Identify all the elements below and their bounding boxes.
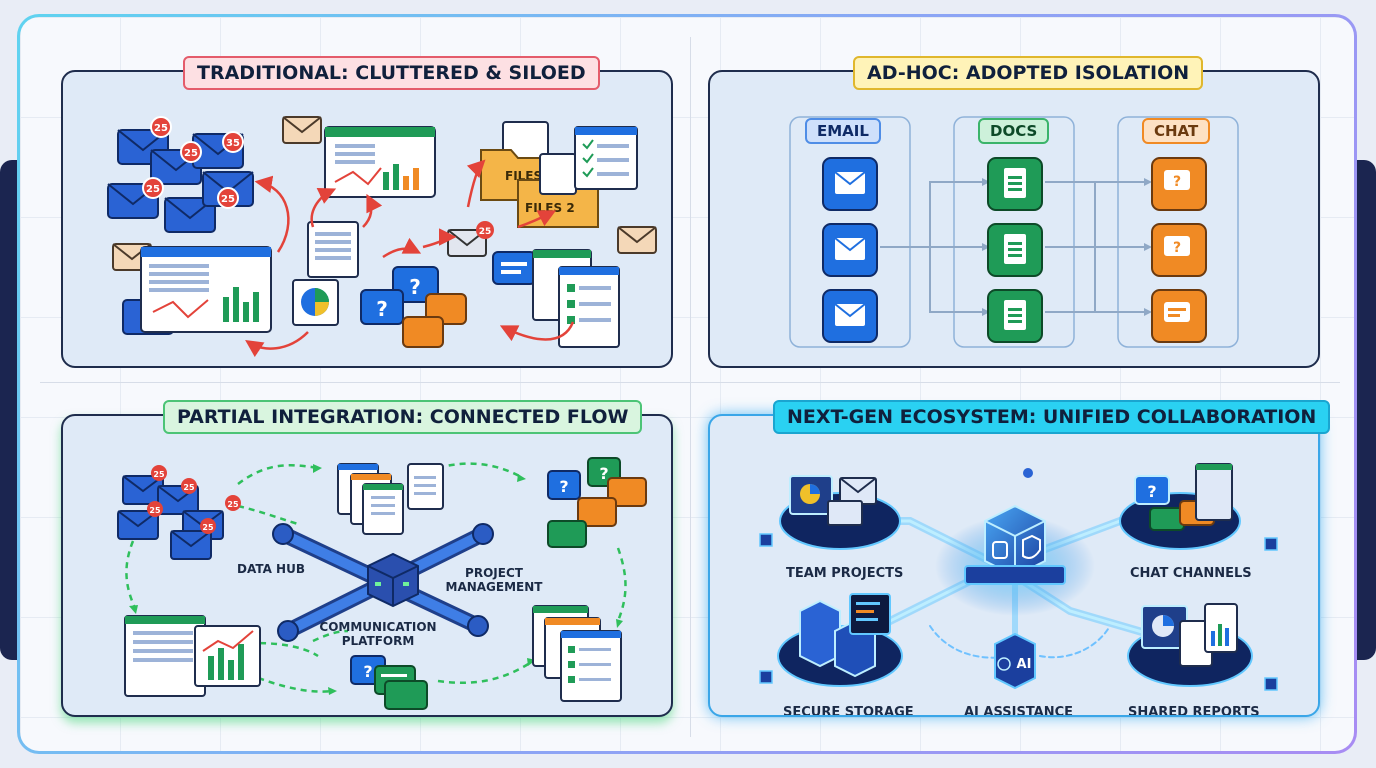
spreadsheet-window-icon xyxy=(324,126,436,198)
main-frame: 25 25 35 25 25 25 xyxy=(17,14,1357,754)
svg-text:25: 25 xyxy=(146,184,160,195)
adhoc-panel: ? ? EMAIL DOCS CHAT xyxy=(708,70,1320,368)
svg-text:25: 25 xyxy=(184,148,198,159)
nextgen-panel: ? xyxy=(708,414,1320,717)
grid-canvas: 25 25 35 25 25 25 xyxy=(20,17,1354,751)
document-list-icon xyxy=(307,221,359,278)
dashed-flow-arrows xyxy=(125,462,627,693)
svg-text:25: 25 xyxy=(221,194,235,205)
email-column-header: EMAIL xyxy=(805,118,881,144)
communication-platform-label: COMMUNICATION PLATFORM xyxy=(319,620,437,648)
nextgen-title: NEXT-GEN ECOSYSTEM: UNIFIED COLLABORATIO… xyxy=(773,400,1331,434)
ai-chip-icon: AI xyxy=(994,632,1036,690)
adhoc-illustration: ? ? xyxy=(789,116,1239,348)
email-pile-icon: 25 25 25 25 25 xyxy=(117,465,241,560)
svg-text:?: ? xyxy=(1173,174,1181,190)
spreadsheet-report-icon xyxy=(124,615,261,697)
chat-column-header: CHAT xyxy=(1142,118,1211,144)
team-projects-node xyxy=(779,475,901,550)
column-outlines xyxy=(789,116,1239,348)
svg-text:25: 25 xyxy=(479,227,492,237)
secure-storage-label: SECURE STORAGE xyxy=(783,705,914,717)
horizontal-divider xyxy=(40,382,1340,383)
chat-bubbles-icon: ? ? xyxy=(547,457,647,548)
data-hub-pipes xyxy=(272,523,494,642)
adhoc-title: AD-HOC: ADOPTED ISOLATION xyxy=(853,56,1204,90)
svg-text:?: ? xyxy=(599,464,608,483)
docs-app-icons xyxy=(987,157,1043,343)
checklist-window-icon xyxy=(532,126,638,348)
project-management-label: PROJECT MANAGEMENT xyxy=(445,566,543,594)
chat-bubbles-icon: ? ? xyxy=(360,251,536,348)
svg-text:?: ? xyxy=(1147,482,1156,501)
chat-channels-node: ? xyxy=(1119,463,1241,550)
checklist-window-icon xyxy=(532,605,622,702)
shared-reports-label: SHARED REPORTS xyxy=(1128,705,1260,717)
svg-text:?: ? xyxy=(1173,240,1181,256)
chat-channels-label: CHAT CHANNELS xyxy=(1130,566,1252,581)
vertical-divider xyxy=(690,37,691,737)
shared-reports-node xyxy=(1127,603,1253,687)
svg-text:25: 25 xyxy=(149,506,161,515)
svg-text:?: ? xyxy=(363,662,372,681)
svg-text:AI: AI xyxy=(1017,657,1032,672)
email-app-icons xyxy=(822,157,878,343)
chat-bubbles-icon: ? xyxy=(350,655,428,710)
pie-chart-icon xyxy=(292,279,339,326)
svg-text:25: 25 xyxy=(227,500,239,509)
svg-text:35: 35 xyxy=(226,138,240,149)
chat-app-icons: ? ? xyxy=(1151,157,1207,343)
notification-badge-icon: 25 25 35 25 25 xyxy=(142,116,244,209)
decorative-cubes xyxy=(759,533,1278,691)
svg-text:25: 25 xyxy=(153,470,165,479)
svg-text:?: ? xyxy=(376,297,388,321)
traditional-panel: 25 25 35 25 25 25 xyxy=(61,70,673,368)
team-projects-label: TEAM PROJECTS xyxy=(786,566,904,581)
traditional-illustration: 25 25 35 25 25 25 xyxy=(107,116,657,358)
svg-text:?: ? xyxy=(559,477,568,496)
svg-text:?: ? xyxy=(409,275,421,299)
data-hub-label: DATA HUB xyxy=(237,562,305,576)
svg-text:25: 25 xyxy=(183,483,195,492)
svg-text:25: 25 xyxy=(154,123,168,134)
chaotic-arrows xyxy=(245,159,575,358)
nextgen-illustration: ? xyxy=(759,463,1278,691)
traditional-title: TRADITIONAL: CLUTTERED & SILOED xyxy=(183,56,600,90)
partial-illustration: 25 25 25 25 25 ? ? xyxy=(117,457,647,710)
spreadsheet-report-icon xyxy=(140,246,272,333)
secure-storage-node xyxy=(777,593,903,687)
svg-text:25: 25 xyxy=(202,523,214,532)
docs-column-header: DOCS xyxy=(978,118,1050,144)
central-hub-icon xyxy=(935,468,1095,616)
partial-title: PARTIAL INTEGRATION: CONNECTED FLOW xyxy=(163,400,643,434)
connector-lines xyxy=(880,181,1150,313)
ai-assistance-label: AI ASSISTANCE xyxy=(964,705,1074,717)
partial-panel: 25 25 25 25 25 ? ? xyxy=(61,414,673,717)
folder-icon: FILES 1 FILES 2 xyxy=(480,121,599,228)
documents-stack-icon xyxy=(337,463,444,535)
